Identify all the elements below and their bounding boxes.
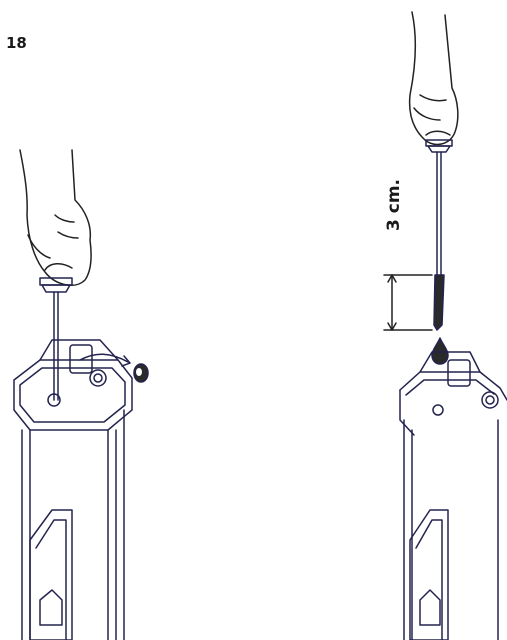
left-screwdriver-icon	[39, 277, 73, 401]
right-screwdriver-icon	[425, 139, 453, 331]
right-hand-icon	[408, 11, 459, 146]
screw-cap-icon	[133, 363, 149, 383]
right-device-body	[399, 351, 507, 640]
dimension-bracket	[383, 274, 433, 331]
step-number: 18	[6, 34, 27, 52]
curved-arrow-icon	[79, 353, 129, 363]
left-device-body	[13, 339, 133, 640]
left-figure	[13, 149, 149, 640]
left-hand-icon	[19, 149, 92, 287]
right-figure	[383, 11, 507, 640]
oil-drop-icon	[431, 337, 449, 365]
